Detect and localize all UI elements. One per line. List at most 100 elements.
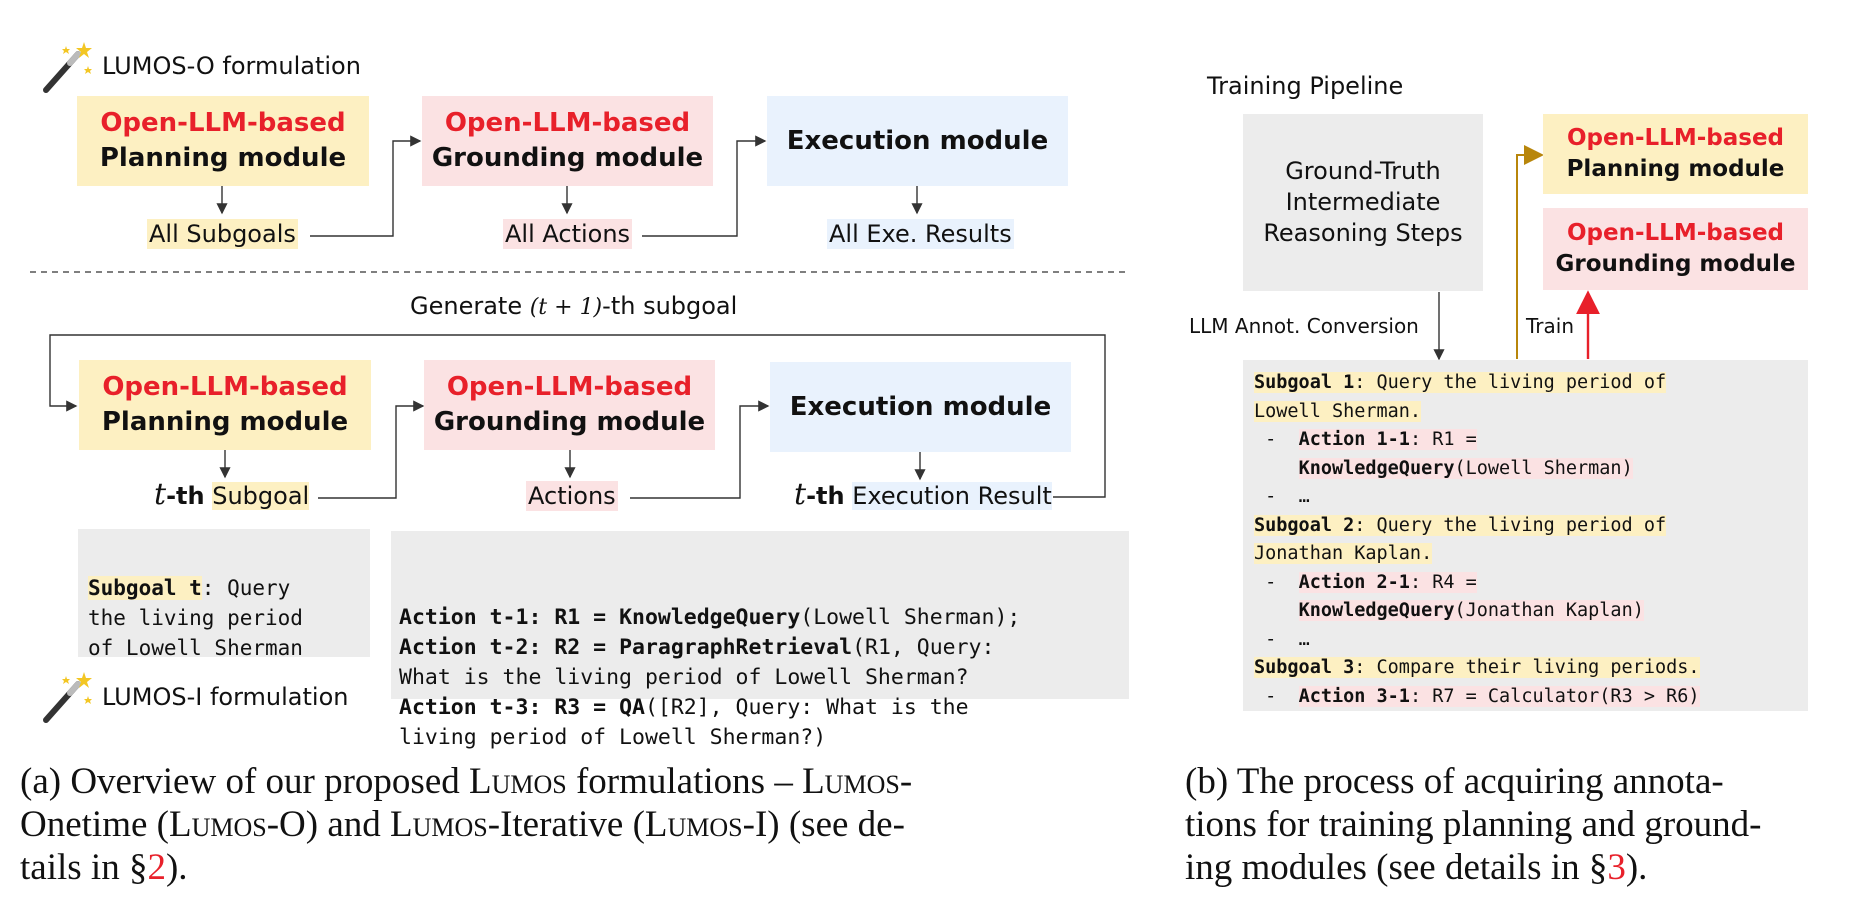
action-assign: : R2 = [528,635,620,660]
t-italic-1: t [154,477,167,512]
action-label: Action t-2 [399,635,529,660]
action-code-line: Action t-3: R3 = QA([R2], Query: What is… [399,693,1121,723]
pipeline-code-line: - … [1254,626,1700,655]
caption-a-l2-a: Onetime ( [20,804,169,845]
action-assign: : R3 = [528,695,620,720]
code-rest: (Jonathan Kaplan) [1454,600,1644,621]
execution-module-i: Execution module [770,362,1071,452]
action-function: ParagraphRetrieval [619,635,853,660]
grounding-module-o-bottom: Grounding module [431,143,704,173]
planning-module-i-top: Open-LLM-based [102,372,348,402]
subgoal-word: Subgoal [212,482,310,510]
lumos-i-title: LUMOS-I formulation [102,683,349,711]
code-indent: - [1254,628,1299,650]
action-code-line: living period of Lowell Sherman?) [399,723,1121,753]
grounding-module-right-top: Open-LLM-based [1566,220,1785,246]
caption-a-line3: tails in §2). [20,846,1135,889]
caption-b-ref[interactable]: 3 [1607,847,1626,888]
code-bold: KnowledgeQuery [1298,600,1455,621]
pipeline-code-line: KnowledgeQuery(Lowell Sherman) [1254,455,1700,484]
code-bold: Subgoal 2 [1254,514,1355,536]
action-label: Action t-3 [399,695,529,720]
generate-pre: Generate [410,292,530,320]
caption-a-line1: (a) Overview of our proposed Lumos formu… [20,760,1135,803]
action-function: QA [619,695,645,720]
caption-a-l1-end: - [899,761,913,802]
action-args: living period of Lowell Sherman?) [399,725,827,750]
pipeline-code-line: Subgoal 2: Query the living period of [1254,512,1700,541]
code-bold: Subgoal 1 [1254,372,1355,393]
lumos-o-title: LUMOS-O formulation [102,52,361,80]
caption-a-l1-pre: (a) Overview of our proposed [20,761,469,802]
action-code-line: Action t-1: R1 = KnowledgeQuery(Lowell S… [399,603,1121,633]
code-indent: - [1254,486,1299,507]
action-args: (R1, Query: [852,635,995,660]
caption-b-line1: (b) The process of acquiring annota- [1185,761,1724,802]
code-highlight: … [1299,486,1310,507]
code-highlight: Jonathan Kaplan. [1254,543,1433,564]
pipeline-code-line: Lowell Sherman. [1254,398,1700,427]
caption-a-l2-b: -O) and [266,804,391,845]
code-rest: : R4 = [1409,571,1477,593]
wand-icon [38,668,94,724]
code-rest: : Compare their living periods. [1354,657,1700,678]
code-indent [1254,600,1299,621]
ground-truth-box: Ground-Truth Intermediate Reasoning Step… [1243,114,1483,291]
execution-module-i-label: Execution module [789,391,1052,422]
action-assign: : R1 = [528,605,620,630]
grounding-module-o-top: Open-LLM-based [444,108,691,138]
t-italic-2: t [794,477,807,512]
pipeline-code-line: - … [1254,483,1700,512]
subgoal-t-label: Subgoal t [88,576,202,600]
caption-a-l3-pre: tails in § [20,847,148,888]
code-bold: Action 3-1 [1298,685,1410,707]
code-rest: : R1 = [1409,429,1477,450]
training-pipeline-title: Training Pipeline [1207,72,1404,100]
grounding-module-i: Open-LLM-based Grounding module [424,360,715,450]
pipeline-code-line: Jonathan Kaplan. [1254,540,1700,569]
caption-a-lumos-5: Lumos [644,804,743,845]
action-code-line: Action t-2: R2 = ParagraphRetrieval(R1, … [399,633,1121,663]
caption-b-l3-pre: ing modules (see details in § [1185,847,1608,888]
pipeline-code-line: Subgoal 1: Query the living period of [1254,369,1700,398]
code-indent: - [1254,429,1299,450]
caption-a-lumos-2: Lumos [802,761,900,802]
code-bold: Action 2-1 [1298,571,1410,593]
actions-code-box: Action t-1: R1 = KnowledgeQuery(Lowell S… [391,531,1129,750]
caption-b-l3-post: ). [1625,847,1648,888]
caption-b-line2: tions for training planning and ground- [1185,804,1762,845]
execution-module-o-label: Execution module [786,125,1049,156]
execution-result-word: Execution Result [852,482,1052,510]
planning-module-i: Open-LLM-based Planning module [79,360,371,450]
planning-module-o-top: Open-LLM-based [100,108,346,138]
all-actions-label: All Actions [503,219,633,249]
code-rest: : R7 = Calculator(R3 > R6) [1409,685,1700,707]
caption-a-ref[interactable]: 2 [147,847,166,888]
code-rest: Lowell Sherman. [1254,400,1422,422]
action-code-line: What is the living period of Lowell Sher… [399,663,1121,693]
grounding-module-o: Open-LLM-based Grounding module [422,96,713,186]
planning-module-right-top: Open-LLM-based [1566,125,1785,151]
action-label: Action t-1 [399,605,529,630]
code-rest: Jonathan Kaplan. [1254,543,1433,564]
pipeline-code-line: Subgoal 3: Compare their living periods. [1254,654,1700,683]
planning-module-right-bottom: Planning module [1566,156,1785,182]
ground-truth-text: Ground-Truth Intermediate Reasoning Step… [1263,157,1463,247]
planning-module-o-bottom: Planning module [99,143,347,173]
code-highlight: … [1299,629,1310,650]
code-highlight: Action 2-1: R4 = [1298,571,1477,593]
code-indent: - [1254,571,1299,593]
caption-a-lumos-4: Lumos [390,804,488,845]
code-indent [1254,458,1299,479]
code-highlight: Lowell Sherman. [1254,400,1422,422]
generate-subgoal-label: Generate (t + 1)-th subgoal [408,291,739,323]
subgoal-t-box: Subgoal t: Query the living period of Lo… [78,529,370,660]
pipeline-code-line: KnowledgeQuery(Jonathan Kaplan) [1254,597,1700,626]
pipeline-code-line: - Action 1-1: R1 = [1254,426,1700,455]
all-exe-results-label: All Exe. Results [827,219,1014,249]
caption-a: (a) Overview of our proposed Lumos formu… [20,760,1135,889]
generate-post: -th subgoal [602,292,738,320]
action-function: KnowledgeQuery [619,605,801,630]
grounding-module-i-bottom: Grounding module [433,407,706,437]
